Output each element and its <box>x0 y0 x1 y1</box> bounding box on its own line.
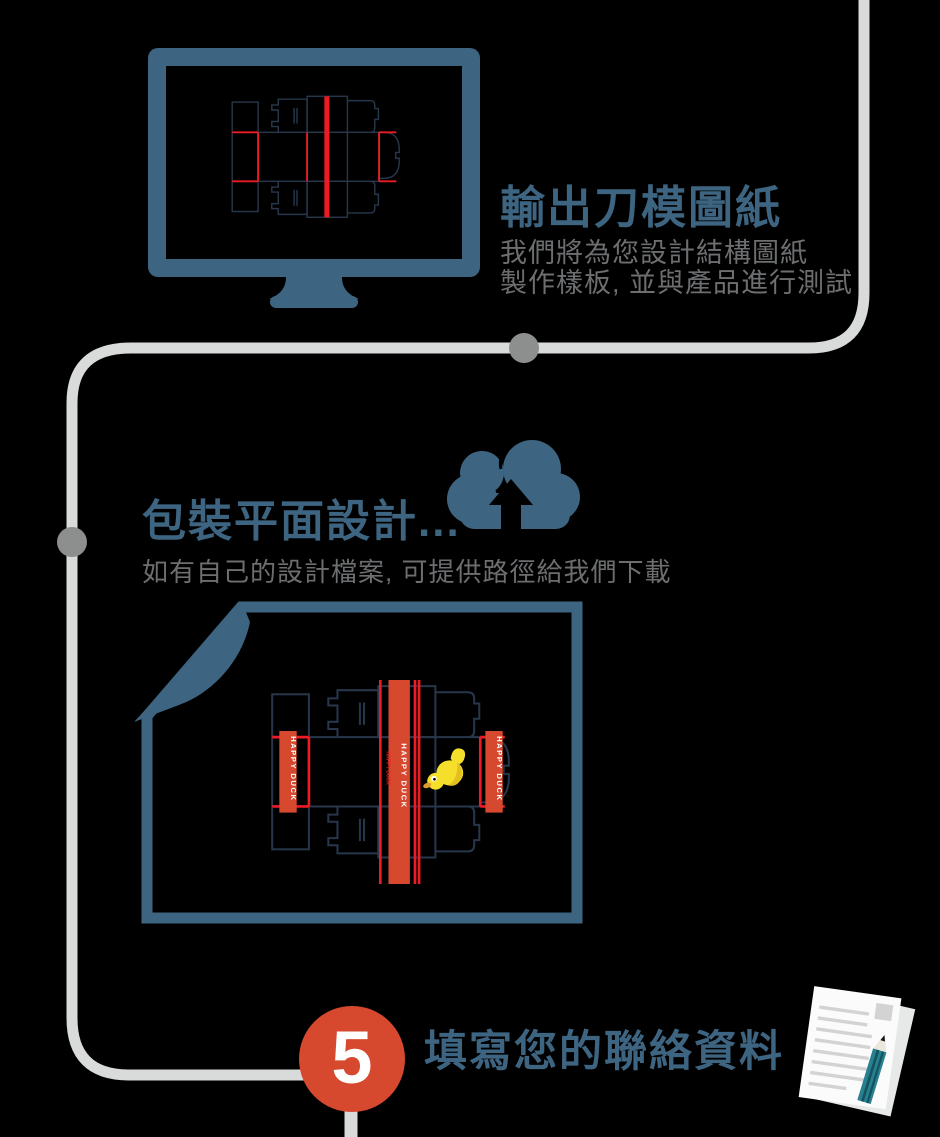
left-brand-band <box>279 731 297 813</box>
connector-dot-top <box>509 333 539 363</box>
dieline-step-desc: 我們將為您設計結構圖紙 製作樣板, 並與產品進行測試 <box>500 238 853 298</box>
artwork-page-icon: HAPPY DUCK HAPPY DUCK HAPPY DUCK HAPPY D… <box>134 601 583 924</box>
step-number: 5 <box>331 1015 373 1099</box>
monitor-base <box>270 296 358 308</box>
monitor-icon <box>148 48 480 308</box>
pencil-lead <box>880 1035 886 1042</box>
right-brand-band <box>485 731 503 813</box>
connector-path <box>66 0 870 1081</box>
monitor-stand <box>269 277 359 299</box>
cloud-crease <box>498 446 508 470</box>
step-number-badge: 5 <box>299 1006 405 1112</box>
brand-label-center: HAPPY DUCK <box>400 743 409 808</box>
duck-beak <box>423 782 432 789</box>
cloud-upload-icon <box>447 440 580 531</box>
design-step-title: 包裝平面設計... <box>142 497 461 546</box>
connector-dot-left <box>57 527 87 557</box>
paper-text-lines <box>808 1005 873 1091</box>
upload-arrow-icon <box>489 479 533 531</box>
duck-illustration <box>423 748 466 790</box>
contact-step-title: 填寫您的聯絡資料 <box>424 1028 784 1076</box>
monitor-screen <box>166 66 462 259</box>
dieline-step-desc-line1: 我們將為您設計結構圖紙 <box>500 238 808 268</box>
printed-dieline: HAPPY DUCK HAPPY DUCK HAPPY DUCK HAPPY D… <box>271 680 510 884</box>
dieline-step-desc-line2: 製作樣板, 並與產品進行測試 <box>500 268 854 299</box>
pencil-icon <box>857 1035 887 1105</box>
contact-form-icon <box>798 986 916 1117</box>
dieline-step-title: 輸出刀模圖紙 <box>500 182 783 233</box>
paper-front-sheet <box>798 986 902 1110</box>
design-step-desc: 如有自己的設計檔案, 可提供路徑給我們下載 <box>142 557 672 587</box>
center-brand-band <box>388 680 410 884</box>
paper-photo-box <box>874 1002 894 1022</box>
brand-label-small: HAPPY DUCK <box>384 751 390 785</box>
dieline-drawing <box>231 95 400 218</box>
page-fold-corner <box>134 605 250 722</box>
dieline-cut-band <box>324 96 330 218</box>
brand-label-left: HAPPY DUCK <box>289 736 298 801</box>
brand-label-right: HAPPY DUCK <box>495 736 504 801</box>
